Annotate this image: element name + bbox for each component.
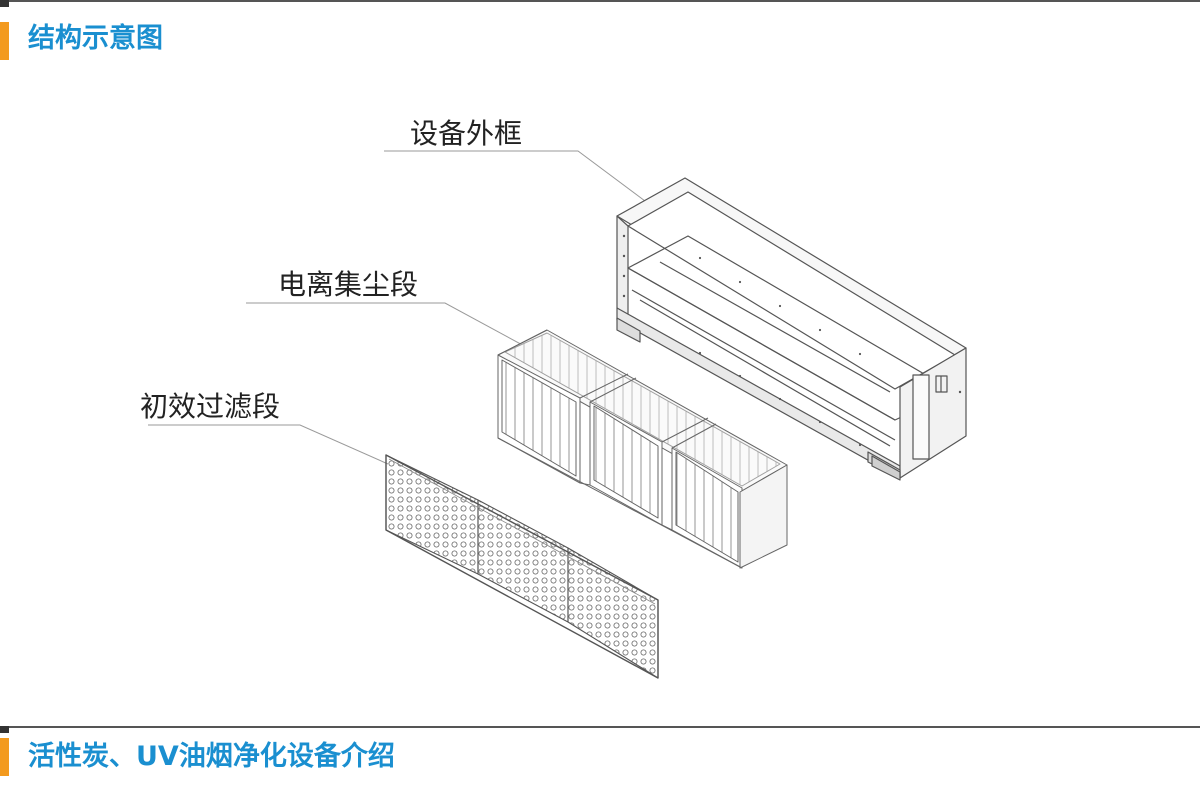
leader-ionizer — [246, 302, 529, 349]
leader-prefilter — [148, 424, 389, 465]
leader-lines — [148, 150, 646, 465]
label-ionizer-section: 电离集尘段 — [278, 268, 419, 301]
prefilter-panel-1 — [385, 454, 479, 575]
leader-outer-frame — [384, 150, 646, 202]
top-corner-mark — [0, 0, 9, 7]
ionizer-collector-assembly — [497, 329, 788, 569]
label-prefilter-section: 初效过滤段 — [140, 390, 281, 423]
bottom-divider-line — [0, 726, 1200, 728]
footer-accent-bar — [0, 738, 9, 776]
section-title: 结构示意图 — [28, 23, 163, 54]
prefilter-panel-3 — [567, 547, 659, 679]
header-accent-bar — [0, 22, 9, 60]
bottom-corner-mark — [0, 726, 9, 733]
top-divider-line — [0, 0, 1200, 2]
prefilter-panels — [385, 454, 659, 679]
outer-frame-housing — [616, 177, 967, 481]
frame-bolt-holes — [622, 234, 962, 447]
label-outer-frame: 设备外框 — [410, 117, 523, 150]
footer-title: 活性炭、UV油烟净化设备介绍 — [28, 741, 395, 772]
prefilter-panel-2 — [477, 499, 569, 623]
